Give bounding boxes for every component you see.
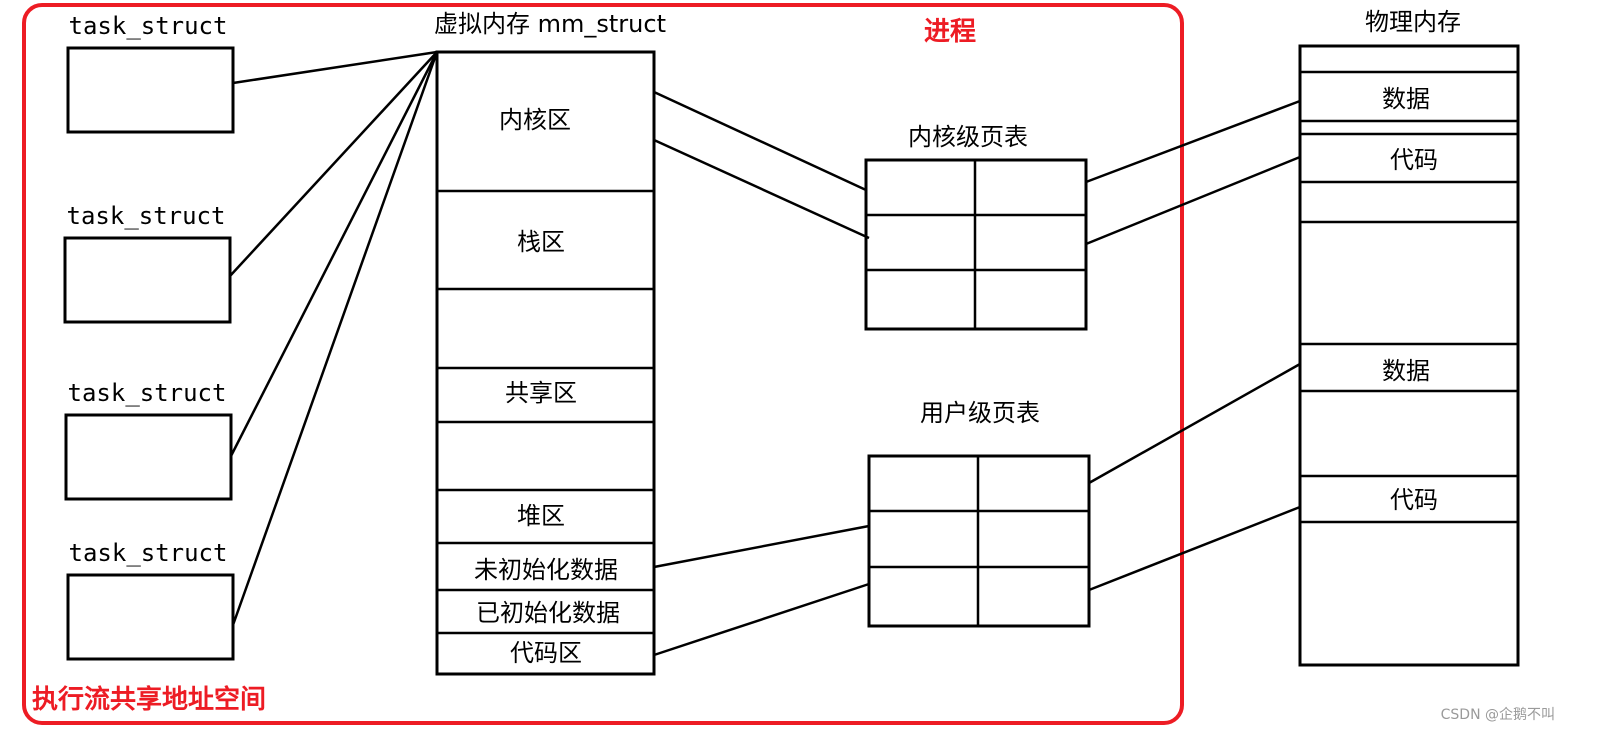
physical-mapping-line [1085, 155, 1301, 246]
process-boundary [22, 3, 1184, 725]
task-to-mm-line [231, 51, 439, 626]
watermark: CSDN @企鹅不叫 [1441, 706, 1555, 723]
physical-mapping-line [1088, 505, 1301, 592]
task-struct-label: task_struct [68, 379, 227, 407]
segment-shared: 共享区 [505, 379, 577, 407]
user-mapping-line [653, 582, 870, 657]
physical-mapping-line [1085, 99, 1301, 184]
shared-address-space-label: 执行流共享地址空间 [32, 684, 266, 715]
task-struct-box [63, 236, 232, 324]
physical-memory-frame [1298, 44, 1520, 667]
segment-bss: 未初始化数据 [474, 556, 618, 584]
segment-stack: 栈区 [517, 228, 565, 256]
segment-heap: 堆区 [517, 502, 565, 530]
task-struct-label: task_struct [69, 12, 228, 40]
segment-data: 已初始化数据 [476, 599, 620, 627]
user-page-table [867, 454, 1091, 628]
task-struct-box [66, 573, 235, 661]
task-struct-2: task_struct [63, 202, 232, 324]
task-to-mm-line [229, 51, 438, 277]
user-page-table-title: 用户级页表 [920, 399, 1040, 427]
kernel-mapping-line [653, 138, 870, 240]
physical-mapping-line [1088, 362, 1301, 485]
kernel-page-table-title: 内核级页表 [908, 123, 1028, 151]
physical-block-code: 代码 [1390, 146, 1438, 174]
physical-block-data: 数据 [1382, 85, 1430, 113]
physical-block-data: 数据 [1382, 357, 1430, 385]
virtual-memory-title: 虚拟内存 mm_struct [434, 10, 666, 38]
physical-block-code: 代码 [1390, 486, 1438, 514]
task-struct-label: task_struct [67, 202, 226, 230]
physical-memory-column: 数据 代码 数据 代码 [1298, 44, 1520, 667]
segment-text: 代码区 [510, 639, 582, 667]
kernel-mapping-line [653, 90, 867, 192]
task-struct-box [64, 413, 233, 501]
task-to-mm-line [232, 50, 438, 85]
virtual-memory-frame [435, 50, 656, 676]
virtual-memory-column: 内核区 栈区 共享区 堆区 未初始化数据 已初始化数据 代码区 [435, 50, 656, 676]
segment-kernel: 内核区 [499, 106, 571, 134]
task-to-mm-line [229, 51, 439, 457]
task-struct-box [66, 46, 235, 134]
physical-memory-title: 物理内存 [1365, 8, 1461, 36]
task-struct-1: task_struct [66, 12, 235, 134]
kernel-page-table [864, 158, 1088, 331]
task-struct-label: task_struct [69, 539, 228, 567]
task-struct-3: task_struct [64, 379, 233, 501]
user-mapping-line [653, 524, 870, 569]
task-struct-4: task_struct [66, 539, 235, 661]
process-label: 进程 [924, 17, 976, 47]
